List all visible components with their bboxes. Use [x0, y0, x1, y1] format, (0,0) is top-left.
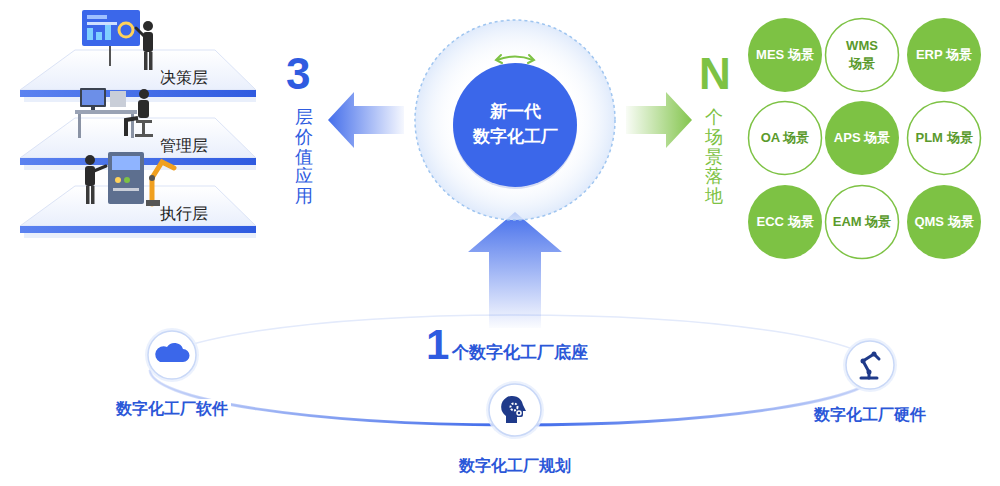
- node-label: ERP 场景: [914, 46, 974, 64]
- rotate-arrow: [496, 55, 534, 63]
- right-arrow: [626, 92, 692, 148]
- big-number: 3: [286, 52, 310, 96]
- scene-circle: ECC 场景: [747, 184, 823, 260]
- node-label: 数字化工厂硬件: [811, 405, 929, 426]
- node-label: 决策层: [160, 68, 208, 87]
- factory-hub-shape: [453, 63, 577, 187]
- node-label: 数字化工厂软件: [113, 399, 231, 420]
- node-label: WMS 场景: [832, 37, 892, 72]
- node-label: 数字化工厂规划: [456, 456, 574, 477]
- scene-circle-shape: [824, 17, 900, 93]
- node-label: APS 场景: [832, 129, 892, 147]
- execution-layer-shape: [20, 186, 256, 234]
- base-item: 数字化工厂规划: [440, 384, 590, 482]
- decision-layer: 决策层: [20, 50, 256, 98]
- vertical-caption: 个场景落地: [705, 108, 723, 207]
- up-arrow: [468, 212, 562, 328]
- vertical-caption: 层价值应用: [295, 108, 313, 207]
- halo-circle: [415, 20, 615, 220]
- big-number: N: [699, 52, 731, 96]
- scene-circle: OA 场景: [747, 100, 823, 176]
- scene-circle: ERP 场景: [906, 17, 982, 93]
- execution-layer: 执行层: [20, 186, 256, 234]
- node-label: 管理层: [160, 136, 208, 155]
- scene-circle: MES 场景: [747, 17, 823, 93]
- base-ring: [150, 315, 880, 425]
- scene-circle: WMS 场景: [824, 17, 900, 93]
- big-number: 1: [426, 324, 449, 366]
- scene-circle: APS 场景: [824, 100, 900, 176]
- factory-hub: 新一代 数字化工厂: [453, 63, 577, 187]
- left-arrow: [328, 92, 404, 148]
- base-item: 数字化工厂硬件: [795, 341, 945, 431]
- node-label: 新一代 数字化工厂: [465, 100, 565, 149]
- node-label: OA 场景: [755, 129, 815, 147]
- decision-layer-shape: [20, 50, 256, 98]
- base-item: 数字化工厂软件: [97, 331, 247, 423]
- base-caption: 个数字化工厂底座: [452, 343, 588, 363]
- scene-circle: PLM 场景: [906, 100, 982, 176]
- node-label: EAM 场景: [832, 213, 892, 231]
- node-label: MES 场景: [755, 46, 815, 64]
- node-label: 执行层: [160, 204, 208, 223]
- node-label: QMS 场景: [914, 213, 974, 231]
- node-label: PLM 场景: [914, 129, 974, 147]
- scene-circle: QMS 场景: [906, 184, 982, 260]
- node-label: ECC 场景: [755, 213, 815, 231]
- scene-circle: EAM 场景: [824, 184, 900, 260]
- base-ring-front: [150, 370, 880, 425]
